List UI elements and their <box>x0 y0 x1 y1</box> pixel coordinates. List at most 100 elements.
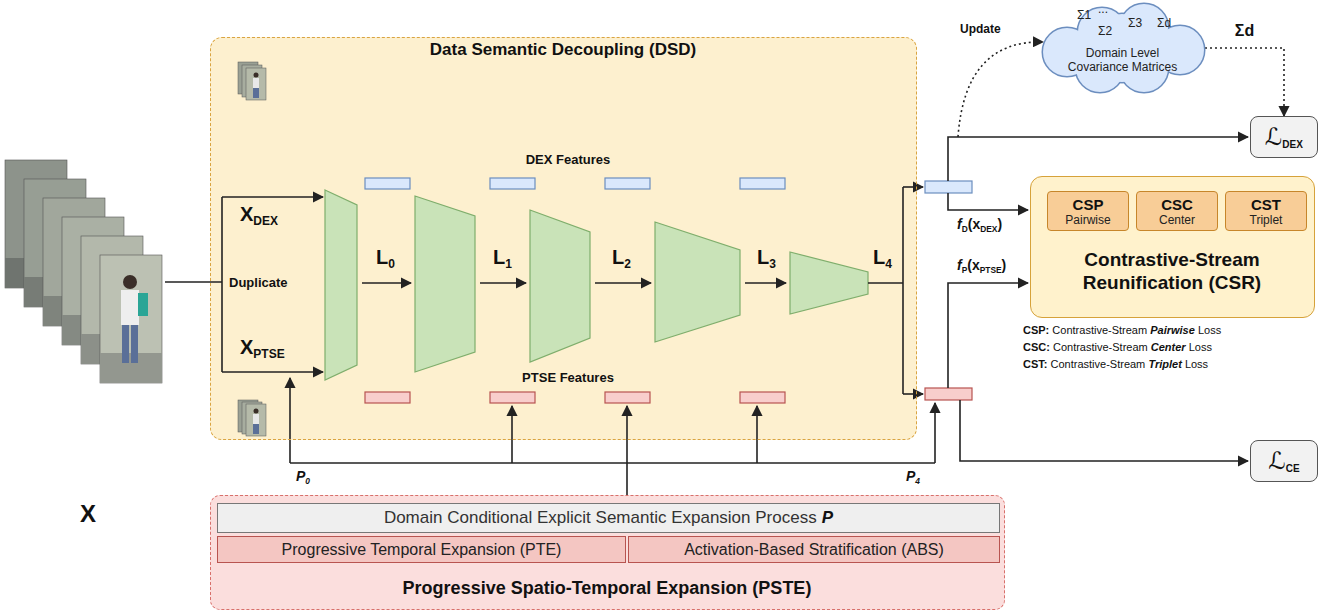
label-group: CSP:Contrastive-StreamPairwiseLoss <box>1023 324 1221 336</box>
label-text: P <box>296 468 305 484</box>
label-group: X <box>80 500 96 528</box>
loss-term-box: CSPPairwise <box>1047 191 1129 231</box>
label-text: 3 <box>769 257 776 271</box>
process-box: Domain Conditional Explicit Semantic Exp… <box>217 503 1000 533</box>
label-group: L1 <box>493 246 512 269</box>
label-text: ) <box>1002 257 1007 273</box>
node-text: Pairwise <box>1065 213 1110 227</box>
label-group: P0 <box>296 468 310 484</box>
node-text: CSP <box>1073 196 1104 213</box>
node-text: CSC <box>1161 196 1193 213</box>
label-group: PTSE Features <box>522 370 614 385</box>
label-group: L2 <box>612 246 631 269</box>
process-box: Progressive Temporal Expansion (PTE) <box>217 536 626 563</box>
label-text: CST: <box>1023 358 1047 370</box>
process-box: Activation-Based Stratification (ABS) <box>628 536 1000 563</box>
label-group: L3 <box>757 246 776 269</box>
label-text: D <box>962 224 968 234</box>
label-group: DEX Features <box>526 152 611 167</box>
label-text: Loss <box>1198 324 1221 336</box>
label-group: fD(xDEX) <box>957 216 1002 232</box>
label-text: CSC: <box>1023 341 1050 353</box>
node-text: CE <box>1286 463 1300 474</box>
node-text: Σ1 <box>1077 8 1091 22</box>
label-text: PTSE <box>253 347 284 361</box>
label-text: Update <box>960 22 1001 36</box>
node-text: Activation-Based Stratification (ABS) <box>684 541 944 559</box>
label-text: (x <box>968 216 980 232</box>
label-text: L <box>493 246 505 269</box>
node-text: DEX <box>1282 139 1303 150</box>
loss-term-box: CSTTriplet <box>1225 191 1307 231</box>
label-text: CSP: <box>1023 324 1049 336</box>
label-text: Contrastive-Stream <box>1053 341 1148 353</box>
label-text: PTSE Features <box>522 370 614 385</box>
edge-label: Σd <box>1233 22 1256 40</box>
label-text: ) <box>997 216 1002 232</box>
node-text: Triplet <box>1250 213 1283 227</box>
cloud-fill <box>1043 4 1204 92</box>
label-text: X <box>240 203 253 226</box>
label-text: P <box>906 468 915 484</box>
node-text: Contrastive-Stream Reunification (CSR) <box>1041 249 1303 295</box>
label-text: Center <box>1151 341 1186 353</box>
label-text: DEX Features <box>526 152 611 167</box>
label-group: CSC:Contrastive-StreamCenterLoss <box>1023 341 1212 353</box>
label-text: 4 <box>915 476 920 486</box>
label-text: 1 <box>505 257 512 271</box>
label-group: P4 <box>906 468 920 484</box>
label-text: Loss <box>1189 341 1212 353</box>
label-text: P <box>962 265 968 275</box>
label-group: L4 <box>873 246 892 269</box>
group-box: Contrastive-Stream Reunification (CSR) CS… <box>1030 176 1315 318</box>
label-text: Contrastive-Stream <box>1052 324 1147 336</box>
node-text: Σ2 <box>1098 24 1112 38</box>
label-text: Loss <box>1185 358 1208 370</box>
label-text: Pairwise <box>1150 324 1195 336</box>
node-text: ... <box>1098 2 1108 16</box>
node-text: ℒ <box>1268 447 1285 475</box>
label-group: Duplicate <box>229 275 288 290</box>
label-text: Contrastive-Stream <box>1051 358 1146 370</box>
label-text: f <box>957 257 962 273</box>
label-text: X <box>240 336 253 359</box>
label-group: L0 <box>376 246 395 269</box>
node-text: Data Semantic Decoupling (DSD) <box>211 40 915 60</box>
label-text: L <box>612 246 624 269</box>
loss-box: ℒCE <box>1250 440 1318 482</box>
cloud-shape: Σ1...Σ2Σ3ΣdDomain Level Covariance Matri… <box>1040 2 1205 94</box>
region-box: Progressive Spatio-Temporal Expansion (P… <box>210 495 1005 610</box>
node-text: Domain Conditional Explicit Semantic Exp… <box>384 508 817 528</box>
node-text: Progressive Temporal Expansion (PTE) <box>282 541 562 559</box>
label-text: L <box>376 246 388 269</box>
label-text: X <box>80 500 96 528</box>
cloud-edge <box>1043 4 1204 92</box>
node-text: Center <box>1159 213 1195 227</box>
label-text: L <box>757 246 769 269</box>
loss-term-box: CSCCenter <box>1136 191 1218 231</box>
label-group: Update <box>960 22 1001 36</box>
label-group: CST: Contrastive-StreamTriplet Loss <box>1023 358 1208 370</box>
label-text: DEX <box>980 224 997 234</box>
label-text: 0 <box>305 476 310 486</box>
edge-label-slot: Σd <box>1233 22 1256 40</box>
node-text: Domain Level Covariance Matrices <box>1060 46 1185 75</box>
node-text: P <box>822 508 833 528</box>
label-group: XDEX <box>240 203 278 226</box>
loss-box: ℒDEX <box>1250 116 1318 158</box>
label-text: f <box>957 216 962 232</box>
label-group: XPTSE <box>240 336 285 359</box>
dotted-connector <box>1205 48 1284 116</box>
label-text: Triplet <box>1148 358 1181 370</box>
label-text: 4 <box>885 257 892 271</box>
label-text: Duplicate <box>229 275 288 290</box>
label-text: 0 <box>388 257 395 271</box>
label-text: 2 <box>624 257 631 271</box>
label-text: L <box>873 246 885 269</box>
node-text: Σ3 <box>1128 16 1142 30</box>
node-text: Progressive Spatio-Temporal Expansion (P… <box>211 578 1003 599</box>
label-group: fP(xPTSE) <box>957 257 1006 273</box>
